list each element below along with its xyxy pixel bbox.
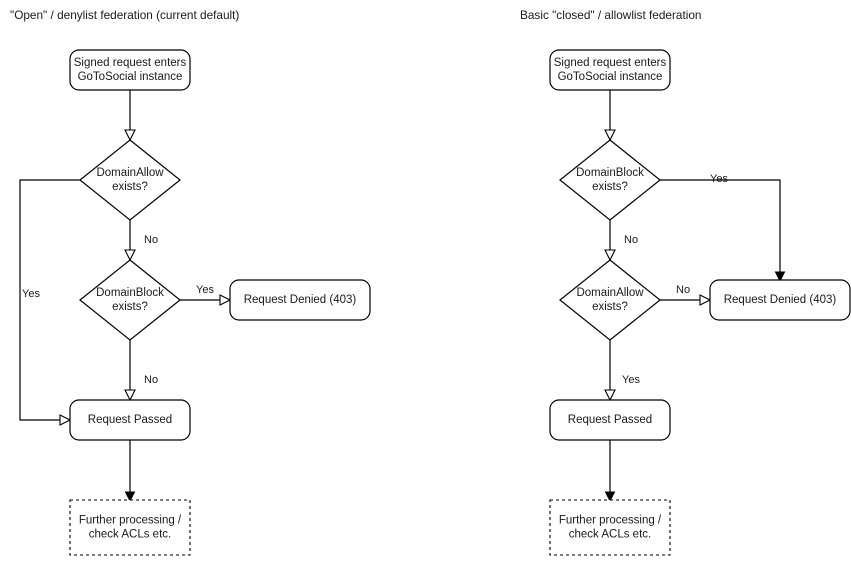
node-right-further: Further processing / check ACLs etc.	[549, 499, 671, 556]
arrowhead-open	[59, 414, 72, 426]
rounded-box	[69, 49, 191, 91]
rounded-box	[69, 399, 191, 441]
arrowhead-open	[604, 249, 616, 262]
node-right-passed: Request Passed	[549, 399, 671, 441]
arrowhead-filled	[774, 271, 786, 283]
edge-left-block-no-to-passed: No	[124, 340, 158, 402]
edge-right-block-yes-to-denied: Yes	[660, 173, 786, 283]
node-label-line: Request Denied (403)	[244, 294, 357, 306]
node-label-line: Further processing /	[559, 515, 662, 527]
dashed-box	[549, 499, 671, 556]
arrowhead-filled	[604, 491, 616, 503]
edge-label: No	[676, 284, 690, 296]
edge-left-block-yes-to-denied: Yes	[180, 284, 232, 306]
rounded-box	[709, 279, 851, 321]
node-label-line: Request Passed	[88, 414, 172, 426]
node-label-line: DomainBlock	[576, 167, 644, 179]
rounded-box	[229, 279, 371, 321]
node-label-line: exists?	[592, 181, 628, 193]
decision-diamond	[79, 259, 181, 341]
node-label-line: exists?	[592, 301, 628, 313]
edge-path	[660, 179, 781, 274]
node-right-domain-block: DomainBlock exists?	[559, 139, 661, 221]
node-label-line: check ACLs etc.	[569, 529, 651, 541]
arrowhead-open	[699, 294, 712, 306]
edge-right-block-no-to-allow: No	[604, 220, 638, 262]
node-left-passed: Request Passed	[69, 399, 191, 441]
edge-left-entry-to-allow	[124, 90, 136, 142]
edge-left-passed-to-further	[124, 440, 136, 503]
edge-label: No	[144, 374, 158, 386]
arrowhead-open	[124, 389, 136, 402]
rounded-box	[549, 399, 671, 441]
node-label-line: Signed request enters	[554, 57, 667, 69]
node-label-line: exists?	[112, 301, 148, 313]
decision-diamond	[79, 139, 181, 221]
column-titles: "Open" / denylist federation (current de…	[10, 8, 701, 22]
node-label-line: GoToSocial instance	[558, 71, 663, 83]
node-label-line: exists?	[112, 181, 148, 193]
node-label-line: DomainAllow	[96, 167, 164, 179]
arrowhead-open	[604, 389, 616, 402]
node-label-line: Request Denied (403)	[724, 294, 837, 306]
arrowhead-open	[604, 129, 616, 142]
arrowhead-open	[124, 129, 136, 142]
decision-diamond	[559, 139, 661, 221]
edge-left-allow-no-to-block: No	[124, 220, 158, 262]
column-title-denylist: "Open" / denylist federation (current de…	[10, 8, 239, 22]
edge-label: Yes	[710, 173, 728, 185]
node-left-domain-block: DomainBlock exists?	[79, 259, 181, 341]
edge-label: Yes	[22, 288, 40, 300]
node-label-line: GoToSocial instance	[78, 71, 183, 83]
edge-label: Yes	[196, 284, 214, 296]
arrowhead-open	[219, 294, 232, 306]
edge-right-entry-to-block	[604, 90, 616, 142]
node-right-domain-allow: DomainAllow exists?	[559, 259, 661, 341]
edge-right-passed-to-further	[604, 440, 616, 503]
node-label-line: DomainBlock	[96, 287, 164, 299]
edge-path	[19, 179, 80, 421]
arrowhead-open	[124, 249, 136, 262]
column-title-allowlist: Basic "closed" / allowlist federation	[520, 8, 701, 22]
node-label-line: Further processing /	[79, 515, 182, 527]
edge-label: Yes	[622, 374, 640, 386]
edge-label: No	[144, 234, 158, 246]
edge-right-allow-no-to-denied: No	[660, 284, 712, 306]
edge-right-allow-yes-to-passed: Yes	[604, 340, 640, 402]
decision-diamond	[559, 259, 661, 341]
edge-left-allow-yes-to-passed: Yes	[19, 179, 80, 426]
node-right-denied: Request Denied (403)	[709, 279, 851, 321]
rounded-box	[549, 49, 671, 91]
node-label-line: Request Passed	[568, 414, 652, 426]
node-left-denied: Request Denied (403)	[229, 279, 371, 321]
node-label-line: DomainAllow	[576, 287, 644, 299]
node-left-domain-allow: DomainAllow exists?	[79, 139, 181, 221]
node-label-line: check ACLs etc.	[89, 529, 171, 541]
node-label-line: Signed request enters	[74, 57, 187, 69]
dashed-box	[69, 499, 191, 556]
arrowhead-filled	[124, 491, 136, 503]
edge-label: No	[624, 234, 638, 246]
node-left-further: Further processing / check ACLs etc.	[69, 499, 191, 556]
